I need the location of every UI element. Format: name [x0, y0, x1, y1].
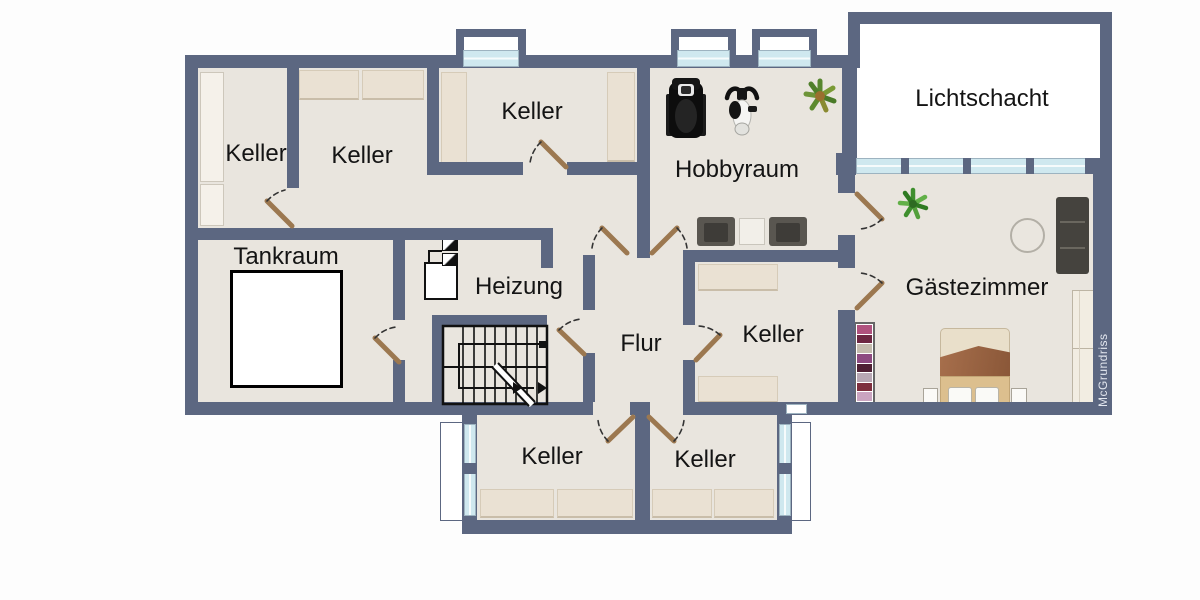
wall — [393, 360, 405, 402]
wall — [432, 327, 444, 402]
armchair — [697, 217, 735, 246]
oil-tank — [230, 270, 343, 388]
window-mullion — [1085, 158, 1093, 174]
bookshelf — [854, 322, 875, 404]
boiler-pipe-icon — [428, 250, 442, 266]
room-label-keller-e: Keller — [742, 321, 804, 348]
wall — [838, 173, 855, 193]
room-label-keller-n: Keller — [331, 142, 393, 169]
room-label-keller-s1: Keller — [521, 443, 583, 470]
storage-shelf — [362, 70, 424, 100]
window-mullion — [464, 463, 476, 474]
wall — [683, 402, 1112, 415]
window-mullion — [1026, 158, 1034, 174]
window-mullion — [901, 158, 909, 174]
storage-shelf — [607, 72, 635, 162]
storage-shelf — [200, 72, 224, 182]
lichtschacht-floor — [860, 24, 1100, 160]
storage-shelf — [698, 264, 778, 291]
wall — [393, 240, 405, 320]
room-label-lichtschacht: Lichtschacht — [915, 85, 1049, 112]
side-table — [739, 218, 765, 245]
wall — [683, 360, 695, 402]
wall — [630, 402, 650, 415]
window-mullion — [963, 158, 971, 174]
window — [677, 50, 730, 67]
watermark: McGrundriss — [1096, 333, 1110, 407]
wall — [427, 68, 439, 170]
wall — [583, 255, 595, 310]
storage-shelf — [480, 489, 554, 518]
boiler-hazard-icon — [442, 253, 458, 266]
storage-shelf — [200, 184, 224, 226]
wall — [683, 262, 695, 325]
wall — [462, 520, 792, 534]
wall — [635, 413, 650, 520]
round-table — [1010, 218, 1045, 253]
room-label-keller-s2: Keller — [674, 446, 736, 473]
window — [758, 50, 811, 67]
storage-shelf — [698, 376, 778, 403]
wall — [583, 353, 595, 402]
storage-shelf — [714, 489, 774, 518]
room-label-flur: Flur — [620, 330, 662, 357]
window — [786, 404, 807, 414]
storage-shelf — [557, 489, 633, 518]
wall — [848, 12, 860, 68]
window — [463, 50, 519, 67]
window-sill — [791, 422, 811, 521]
wall — [427, 162, 523, 175]
room-label-tankraum: Tankraum — [233, 243, 339, 270]
window — [856, 158, 1093, 174]
armchair — [769, 217, 807, 246]
room-label-keller-top: Keller — [501, 98, 563, 125]
wall — [287, 68, 299, 188]
wall — [432, 315, 547, 327]
wall — [541, 240, 553, 268]
sofa — [1056, 197, 1089, 274]
wall — [1100, 12, 1112, 162]
room-label-heizung: Heizung — [474, 273, 564, 300]
room-label-keller-nw: Keller — [225, 140, 287, 167]
room-label-hobbyraum: Hobbyraum — [674, 156, 800, 183]
wall — [1093, 158, 1112, 415]
heating-boiler-icon — [424, 262, 458, 300]
wall — [836, 153, 856, 175]
storage-shelf — [299, 70, 359, 100]
storage-shelf — [441, 72, 467, 164]
wall — [848, 12, 1112, 24]
wall — [185, 402, 593, 415]
wall — [683, 250, 853, 262]
wall — [198, 228, 553, 240]
wall — [842, 66, 857, 158]
storage-shelf — [652, 489, 712, 518]
window-mullion — [779, 463, 791, 474]
window-sill — [440, 422, 464, 521]
wall — [185, 55, 198, 415]
wall — [838, 235, 855, 268]
wall — [637, 68, 650, 258]
wall — [567, 162, 637, 175]
room-label-gaestezimmer: Gästezimmer — [905, 274, 1049, 301]
wall — [838, 310, 855, 402]
